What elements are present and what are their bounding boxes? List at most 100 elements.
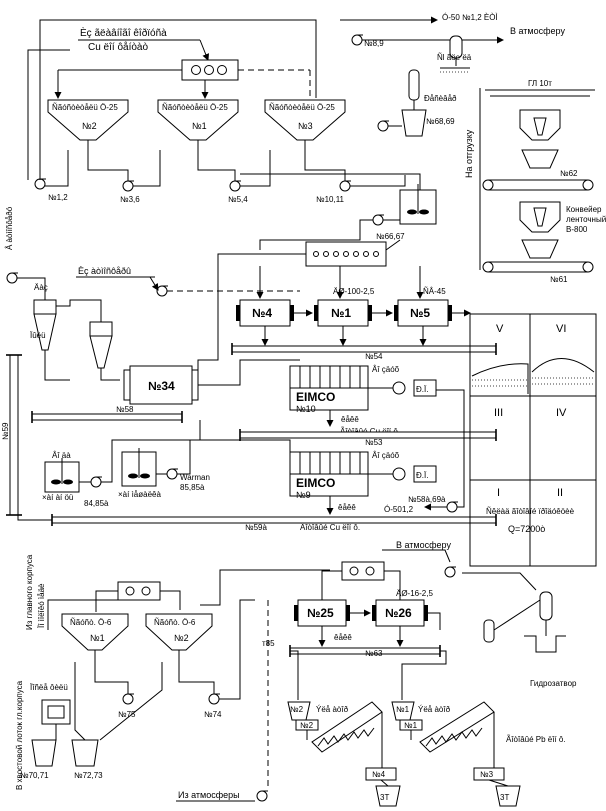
overflow-label: Ïîñëå ôèëü (30, 683, 68, 692)
from-main-1: Из главного корпуса (25, 554, 34, 630)
eimco-10 (289, 365, 369, 411)
storage-cell-vi: VI (556, 323, 566, 335)
storage-cell-ii: II (557, 487, 563, 499)
eimco-9-name: EIMCO (296, 476, 335, 490)
cyclone-1 (33, 299, 57, 351)
receiver-link (493, 599, 541, 631)
sv-label: ÑÂ-45 (423, 287, 446, 296)
thickener-left-label: Ñãóñòèòåëü Ö-25 (52, 103, 118, 112)
pump-58a-69a-label: №58à,69à (408, 495, 446, 504)
distributor-top (181, 59, 239, 81)
pump-warman-label: Warman (180, 473, 210, 482)
pump-75-label: №75 (118, 710, 136, 719)
cyclone-1-out (44, 350, 70, 381)
screw-4-to-tank (380, 779, 389, 787)
conveyor-63-right-out (401, 650, 447, 700)
product-2: Ãîòîâûé Cu ëîí ô. (300, 523, 360, 532)
filter-1 (314, 299, 372, 327)
eimco-10-no: №10 (296, 404, 316, 414)
thickener-c6-1-label: Ñãóñò. Ö-6 (70, 618, 112, 627)
conveyor-58 (31, 411, 183, 423)
conveyor-59-label: №59 (1, 422, 10, 440)
storage-title: Ñêëàä ãîòîâîé ïðîäóêöèè (486, 507, 575, 516)
vacuum-pump-2-icon (392, 467, 406, 481)
cake-1: êåêê (341, 415, 359, 424)
separator-label: Ñl ãöe ëä (437, 53, 472, 62)
dist-br-left (321, 570, 342, 600)
tank-3t-left (375, 785, 401, 807)
pump-u50-no: 1,2 (402, 505, 414, 514)
conveyor-61 (482, 261, 594, 273)
mixer-tank-top (399, 184, 437, 225)
pump-1-2-icon (34, 178, 46, 190)
hydrolock-shape (524, 635, 566, 653)
conveyor-53-label: №53 (365, 438, 383, 447)
dist-bottom-left (95, 590, 118, 612)
conveyor-61-label: №61 (550, 275, 568, 284)
tank-72-73 (71, 739, 99, 767)
dist-bottom-up (200, 569, 330, 606)
cyclone-2 (89, 321, 113, 369)
pump-58a-icon (446, 501, 458, 513)
thickener-c6-2-label: Ñãóñò. Ö-6 (154, 618, 196, 627)
storage-grid (469, 313, 597, 567)
storage-cell-v: V (496, 323, 504, 335)
tank-70-71 (31, 739, 57, 767)
conveyor-59a (51, 514, 497, 526)
line-th-left-bypass (45, 150, 69, 187)
conveyor-54 (231, 343, 497, 355)
line-th-left-pump (87, 150, 129, 181)
storage-cell-iii: III (494, 407, 503, 419)
hydrolock-label: Гидрозатвор (530, 679, 577, 688)
pump-68-69-label: №68,69 (426, 117, 455, 126)
rp-box-2-label: Ð.Ï. (416, 471, 428, 480)
distributor-bottom-right (341, 561, 385, 581)
pump-74-icon (208, 693, 220, 705)
manifold-label: ÄØ-100-2,5 (333, 287, 375, 296)
pump-u50-label: Ó-50 (384, 505, 402, 514)
loading-bunker-1 (519, 109, 561, 169)
eimco-9 (289, 451, 369, 497)
storage-cell-iv: IV (556, 407, 567, 419)
pump-5-4-icon (229, 180, 241, 192)
tank-label-1: ×àí àí öü (42, 493, 73, 502)
feed-label-1: Èç ãëàâíîãî êîðïóñà (80, 26, 167, 39)
blower-icon (156, 285, 168, 297)
air-from-arrow (149, 276, 159, 291)
conveyor-59 (6, 354, 22, 516)
thickener-c6-2 (145, 613, 213, 662)
receiver-label: Ðåñèâåð (424, 94, 457, 103)
screw-4-label: №4 (372, 770, 386, 779)
dust-label: Ïûëü (30, 331, 46, 340)
exhaust-label: Ó-50 №1,2 ÈÒÌ (442, 13, 498, 22)
air-from-label: Èç àòìîñôåðû (78, 266, 131, 276)
conveyor-59a-label: №59à (245, 523, 267, 532)
receiver-icon (408, 69, 420, 101)
elevator-1-label: Ýëå àòîð (418, 705, 451, 714)
line-pump74-up (219, 599, 255, 700)
label-85: т85 (262, 639, 275, 648)
vacuum-label-1: Âî çäóõ (372, 365, 400, 374)
shipment-label: На отгрузку (464, 129, 474, 178)
manifold-bottom-label: ÄØ-16-2,5 (396, 589, 433, 598)
pump-10-11-label: №10,11 (316, 195, 345, 204)
from-atmosphere: Из атмосферы (178, 790, 240, 800)
conveyor-name-3: В-800 (566, 225, 588, 234)
distributor-bottom (117, 581, 161, 601)
line-c6-2-pump (178, 662, 215, 694)
conveyor-62 (482, 179, 594, 191)
line-pump-manifold (259, 219, 373, 250)
from-main-2: Ïî ìîëîêó ìåäè (37, 583, 46, 628)
filter-25 (294, 599, 350, 627)
eimco-10-name: EIMCO (296, 390, 335, 404)
storage-capacity: Q=7200ò (508, 524, 545, 534)
fan-to-receiver (462, 572, 537, 591)
rp-box-1 (413, 379, 437, 397)
line-manifold-left (217, 253, 306, 340)
loading-bunker-2 (519, 201, 561, 259)
tank-agitator-2 (121, 448, 157, 487)
conveyor-54-label: №54 (365, 352, 383, 361)
conveyor-58-label: №58 (116, 405, 134, 414)
storage-cell-i: I (497, 487, 500, 499)
